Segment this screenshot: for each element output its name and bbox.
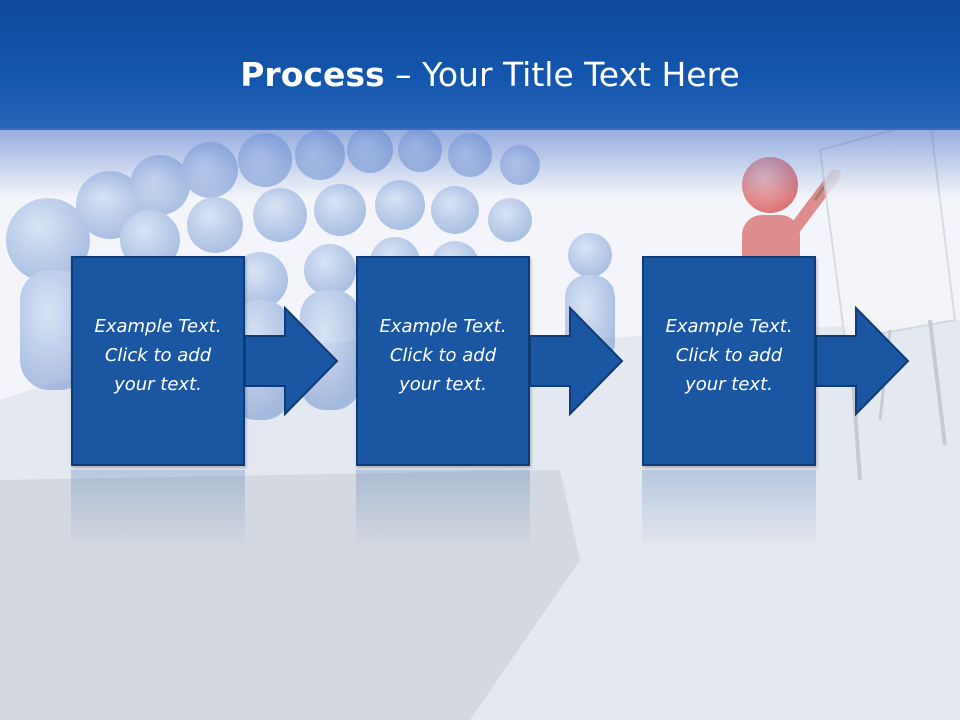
process-step-1[interactable]: Example Text. Click to add your text.: [71, 256, 245, 466]
right-arrow-icon: [530, 306, 624, 416]
step-2-text[interactable]: Example Text. Click to add your text.: [379, 315, 507, 395]
title-rest: – Your Title Text Here: [384, 55, 740, 94]
step-1-reflection: [71, 470, 245, 550]
step-3-reflection: [642, 470, 816, 550]
title-bar: [0, 0, 960, 130]
slide-title[interactable]: Process – Your Title Text Here: [0, 54, 960, 96]
title-bold: Process: [240, 55, 385, 94]
title-bar-fade: [0, 128, 960, 198]
step-2-reflection: [356, 470, 530, 550]
right-arrow-icon: [816, 306, 910, 416]
right-arrow-icon: [245, 306, 339, 416]
process-step-3[interactable]: Example Text. Click to add your text.: [642, 256, 816, 466]
step-1-text[interactable]: Example Text. Click to add your text.: [94, 315, 222, 395]
step-3-text[interactable]: Example Text. Click to add your text.: [665, 315, 793, 395]
process-step-2[interactable]: Example Text. Click to add your text.: [356, 256, 530, 466]
